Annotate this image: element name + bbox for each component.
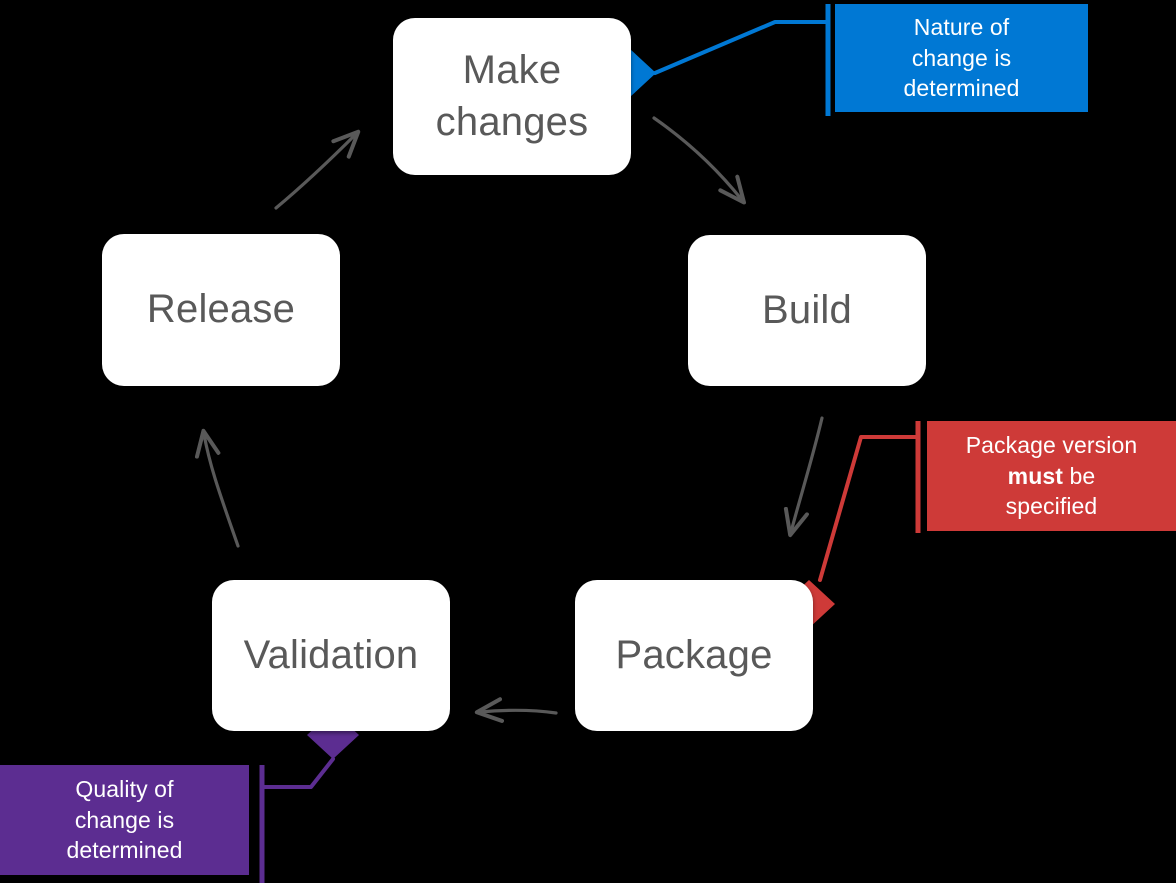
- node-package[interactable]: Package: [575, 580, 813, 731]
- arrow-build-to-package: [791, 416, 824, 532]
- blue-leader-line: [653, 20, 830, 75]
- purple-leader-line: [260, 757, 335, 789]
- purple-connector-group: [259, 711, 359, 883]
- node-make-changes-label: Make changes: [435, 48, 589, 144]
- callout-quality-of-change: Quality of change is determined: [0, 765, 249, 875]
- node-package-label: Package: [615, 632, 773, 677]
- callout-quality-of-change-text: Quality of change is determined: [66, 776, 183, 864]
- blue-connector-group: [604, 4, 831, 116]
- red-leader-line: [818, 435, 920, 582]
- node-release[interactable]: Release: [102, 234, 340, 386]
- callout-nature-of-change: Nature of change is determined: [835, 4, 1088, 112]
- callout-nature-of-change-text: Nature of change is determined: [903, 14, 1020, 102]
- node-validation[interactable]: Validation: [212, 580, 450, 731]
- arrow-release-to-make-changes: [274, 134, 356, 210]
- arrow-make-changes-to-build: [652, 116, 742, 200]
- node-build[interactable]: Build: [688, 235, 926, 386]
- node-release-label: Release: [146, 287, 296, 332]
- node-make-changes[interactable]: Make changes: [393, 18, 631, 175]
- node-build-label: Build: [762, 287, 852, 332]
- arrow-validation-to-release: [204, 434, 240, 548]
- node-validation-label: Validation: [243, 632, 419, 677]
- arrow-package-to-validation: [480, 710, 558, 713]
